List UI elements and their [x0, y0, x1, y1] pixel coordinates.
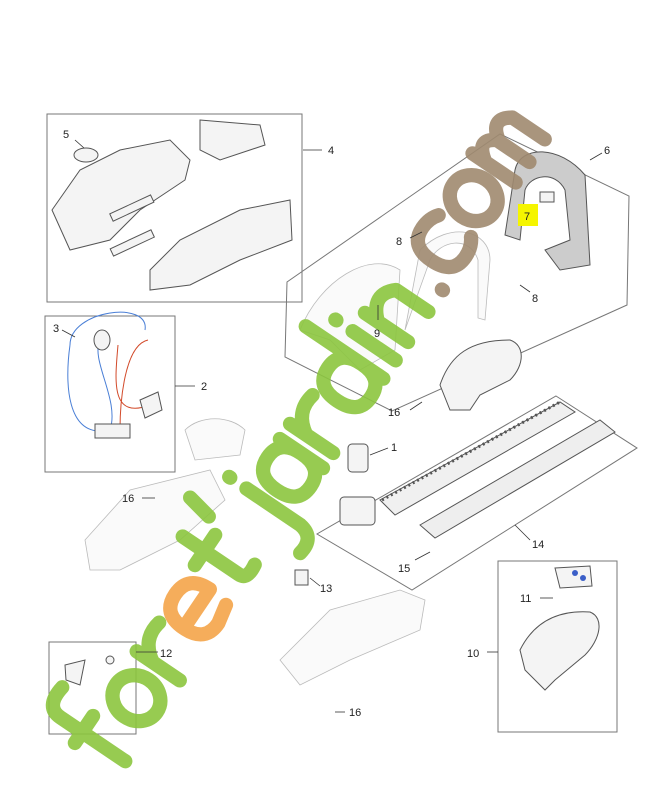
leader-lines [61, 139, 603, 713]
part-labels: 5 4 6 7 8 8 9 3 2 16 1 16 14 15 13 11 10… [53, 129, 610, 719]
cover [199, 119, 266, 161]
part-label: 13 [320, 583, 332, 595]
part-label: 5 [63, 129, 69, 141]
nut [105, 655, 115, 665]
box-guard [497, 560, 618, 733]
part-label: 15 [398, 563, 410, 575]
part-label: 3 [53, 323, 59, 335]
part-label: 11 [520, 593, 531, 605]
blade-teeth [381, 400, 561, 502]
part-label: 6 [604, 145, 610, 157]
plate-7 [539, 191, 555, 203]
housing-half-right [149, 199, 293, 291]
part-13 [294, 569, 309, 586]
sticker-dot [580, 575, 586, 581]
switch-block [94, 423, 131, 439]
part-label: 16 [388, 407, 400, 419]
guard-10 [519, 611, 600, 691]
gearbox [339, 496, 376, 526]
strip [109, 194, 155, 222]
box-wiring [44, 315, 176, 473]
bow-handle-6 [504, 151, 591, 271]
part-label: 16 [122, 493, 134, 505]
sticker-dot [572, 570, 578, 576]
part-label: 14 [532, 539, 544, 551]
housing-half-left [51, 139, 191, 251]
label-sticker-11 [554, 565, 593, 589]
box-housing-assembly [46, 113, 303, 303]
part-label: 1 [391, 442, 397, 454]
part-label: 8 [532, 293, 538, 305]
part-label: 10 [467, 648, 479, 660]
wire-blue-2 [67, 339, 113, 432]
part-label: 8 [396, 236, 402, 248]
terminal [139, 391, 163, 419]
box-handle [284, 133, 630, 412]
cover-ghost [184, 418, 246, 461]
watermark-logo [45, 110, 552, 769]
connector [93, 329, 111, 351]
blade-guard [439, 339, 522, 411]
part-label: 9 [374, 328, 380, 340]
trigger [109, 229, 156, 257]
clip-12 [64, 659, 86, 686]
part-label: 4 [328, 145, 334, 157]
part-label: 2 [201, 381, 207, 393]
plate-5 [73, 147, 99, 163]
part-label: 16 [349, 707, 361, 719]
scabbard-14 [419, 419, 616, 539]
part-label: 12 [160, 648, 172, 660]
wire-blue [69, 311, 146, 346]
part-label: 7 [524, 211, 530, 223]
motor-1 [347, 443, 369, 473]
blade-15 [379, 401, 576, 516]
wire-red [115, 339, 151, 431]
housing-ghost-lower [279, 589, 426, 686]
highlight-7 [518, 204, 538, 226]
